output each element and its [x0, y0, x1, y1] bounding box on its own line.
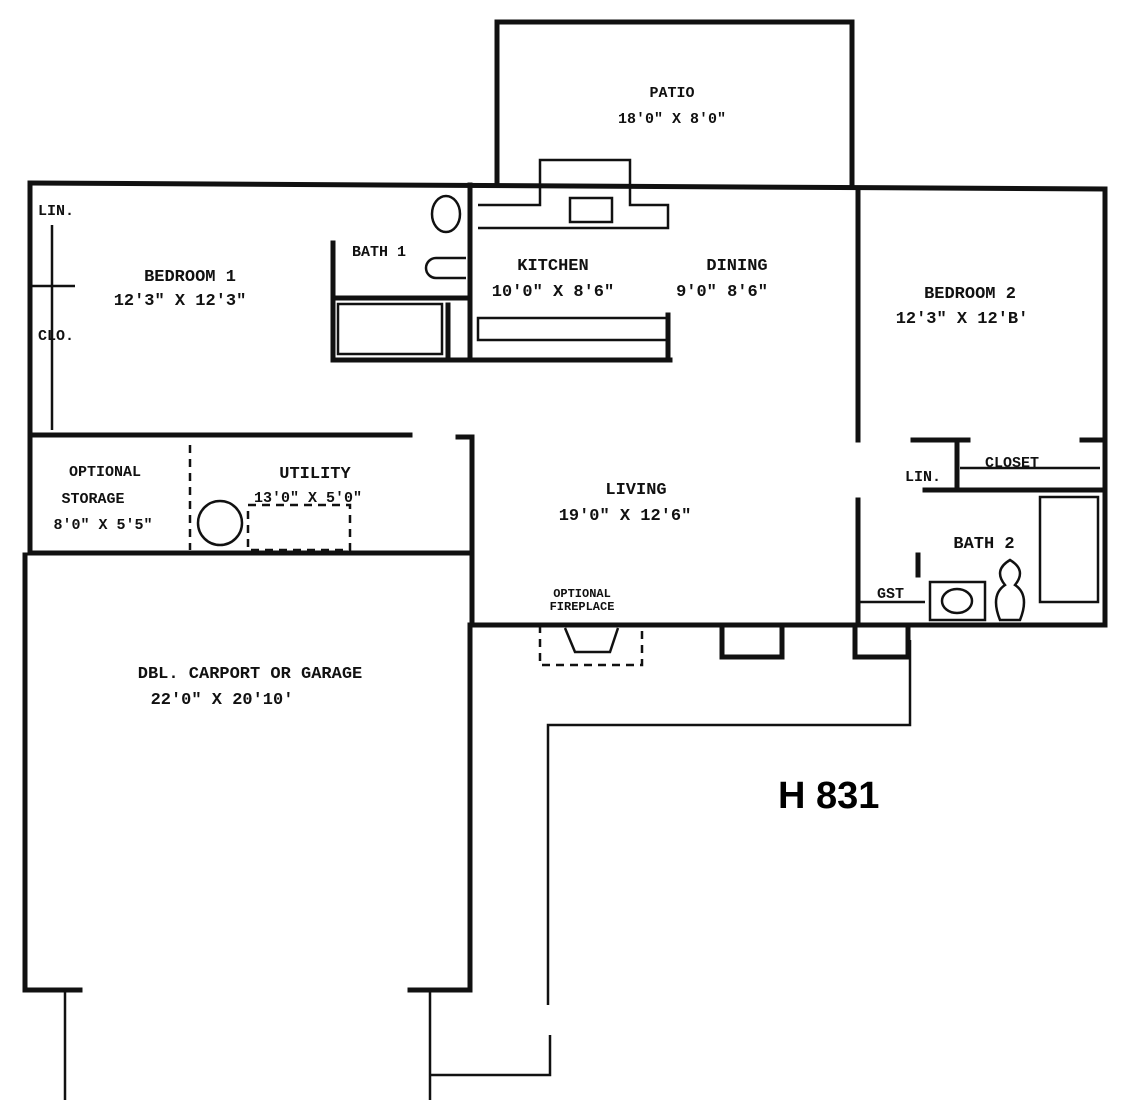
- kitchen-upper-counter: [478, 158, 670, 230]
- storage-name-1: OPTIONAL: [69, 464, 141, 481]
- carport-name: DBL. CARPORT OR GARAGE: [138, 665, 362, 684]
- bedroom2-name: BEDROOM 2: [924, 285, 1016, 304]
- patio-name: PATIO: [649, 85, 694, 102]
- closet-label-2: CLOSET: [985, 455, 1039, 472]
- bay-1: [719, 622, 785, 660]
- fireplace-label-1: OPTIONAL: [553, 587, 611, 601]
- kitchen-sink: [568, 196, 614, 224]
- patio-outline: [494, 19, 855, 188]
- toilet-1: [424, 256, 466, 280]
- bedroom2-size: 12'3" X 12'B': [896, 310, 1029, 329]
- vanity-2: [928, 580, 987, 622]
- walk-end: [430, 1035, 552, 1077]
- gst-label: GST: [877, 586, 904, 603]
- kitchen-size: 10'0" X 8'6": [492, 283, 614, 302]
- linen-label-2: LIN.: [905, 469, 941, 486]
- walkway-outline: [546, 640, 912, 1005]
- fireplace-hearth: [563, 627, 620, 654]
- bathtub-1: [336, 302, 444, 356]
- bedroom1-size: 12'3" X 12'3": [114, 292, 247, 311]
- living-name: LIVING: [605, 481, 666, 500]
- exterior-wall-top: [27, 180, 1108, 192]
- kitchen-lower-counter: [476, 316, 670, 342]
- fireplace-label-2: FIREPLACE: [550, 600, 615, 614]
- bath1-name: BATH 1: [352, 244, 406, 261]
- bath2-name: BATH 2: [953, 535, 1014, 554]
- walls: [22, 19, 1108, 1100]
- dining-size: 9'0" 8'6": [676, 283, 768, 302]
- sink-2: [940, 587, 974, 615]
- utility-name: UTILITY: [279, 465, 351, 484]
- storage-size: 8'0" X 5'5": [53, 517, 152, 534]
- washer-dryer: [246, 503, 352, 552]
- sink-1: [430, 194, 462, 234]
- kitchen-name: KITCHEN: [517, 257, 588, 276]
- carport-size: 22'0" X 20'10': [151, 691, 294, 710]
- dining-name: DINING: [706, 257, 767, 276]
- patio-size: 18'0" X 8'0": [618, 111, 726, 128]
- fireplace-outline: [538, 625, 644, 667]
- bedroom1-name: BEDROOM 1: [144, 268, 236, 287]
- storage-name-2: STORAGE: [61, 491, 124, 508]
- bay-2: [852, 622, 911, 660]
- labels: PATIO 18'0" X 8'0" BEDROOM 1 12'3" X 12'…: [38, 85, 1039, 817]
- plan-code: H 831: [778, 775, 879, 817]
- closet-label-1: CLO.: [38, 328, 74, 345]
- bathtub-2: [1038, 495, 1100, 604]
- water-heater: [196, 499, 244, 547]
- utility-size: 13'0" X 5'0": [254, 490, 362, 507]
- linen-label-1: LIN.: [38, 203, 74, 220]
- toilet-2: [994, 558, 1026, 622]
- living-size: 19'0" X 12'6": [559, 507, 692, 526]
